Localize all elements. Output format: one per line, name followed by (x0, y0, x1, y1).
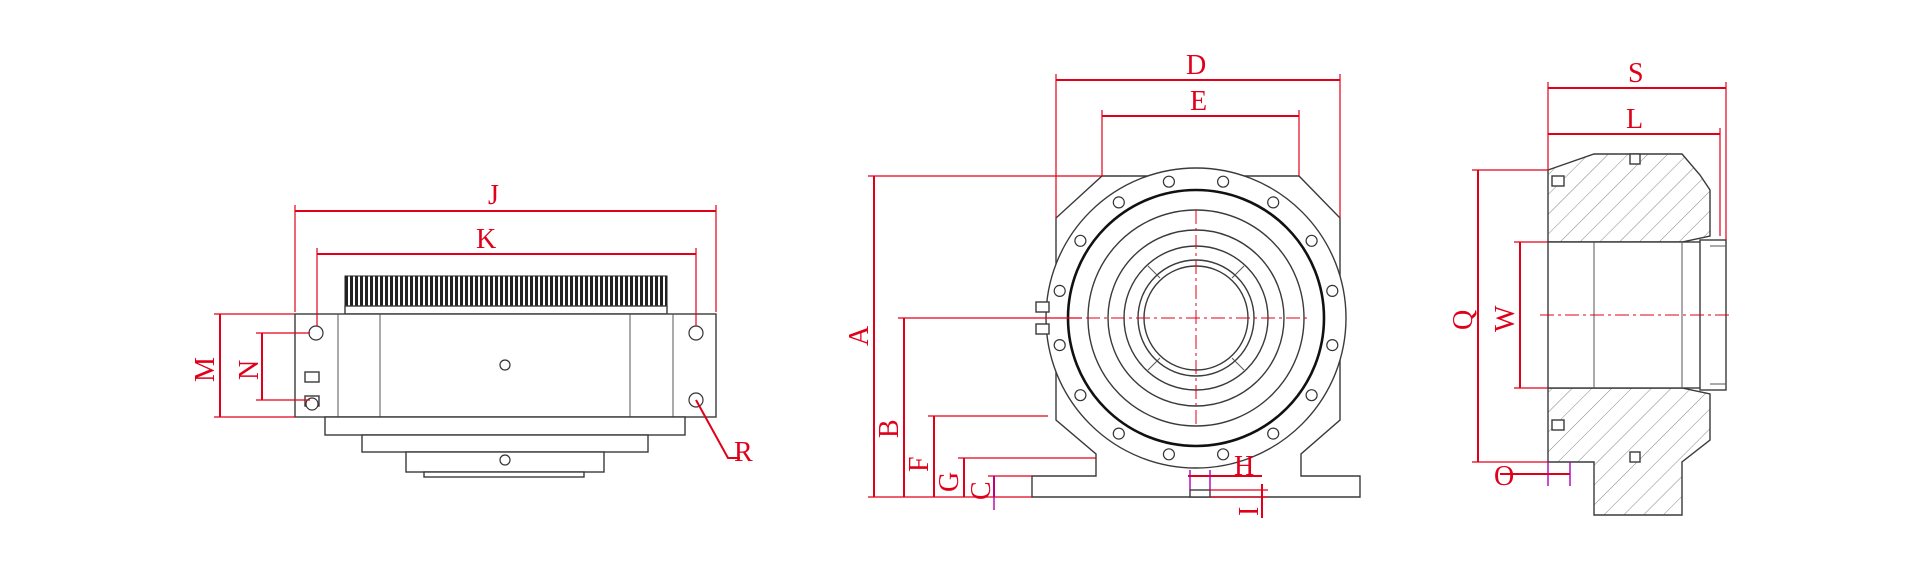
front-bolt-hole (1053, 284, 1066, 297)
dim-label-M: M (190, 357, 221, 382)
dim-label-K: K (476, 224, 496, 255)
side-fitting-1 (304, 371, 320, 383)
dim-label-W: W (1490, 305, 1521, 332)
dim-label-H: H (1234, 451, 1254, 482)
dim-label-O: O (1494, 461, 1514, 492)
front-base-notch (1189, 489, 1211, 498)
side-bottom-hole (499, 454, 511, 466)
front-bolt-hole (1267, 427, 1280, 440)
section-notch-top (1629, 153, 1641, 165)
front-fitting-1 (1035, 301, 1050, 313)
dim-label-L: L (1626, 104, 1643, 135)
front-bolt-hole (1326, 284, 1339, 297)
side-lower-step-2 (361, 434, 649, 453)
dim-label-Q: Q (1448, 310, 1479, 330)
front-bolt-holes (1053, 175, 1339, 461)
side-view: J K M N R (190, 180, 753, 478)
dim-label-C: C (966, 481, 997, 500)
front-bolt-hole (1162, 175, 1176, 188)
front-view: D E A B F G C H I (844, 50, 1361, 518)
front-bolt-hole (1326, 339, 1339, 352)
side-gear-base (344, 305, 668, 315)
dim-label-D: D (1186, 50, 1206, 81)
dim-label-B: B (874, 419, 905, 438)
dim-label-A: A (844, 325, 875, 346)
section-notch-bottom (1629, 451, 1641, 463)
side-gear (344, 275, 668, 307)
front-bolt-hole (1216, 448, 1230, 461)
side-fitting-3 (305, 397, 319, 411)
section-lower-body (1547, 387, 1711, 516)
section-upper-body (1547, 153, 1711, 243)
front-bolt-hole (1053, 339, 1066, 352)
dim-label-F: F (904, 456, 935, 472)
dim-label-S: S (1628, 58, 1644, 89)
section-fitting-bottom (1551, 419, 1565, 431)
dim-label-E: E (1190, 86, 1207, 117)
side-lower-step-4 (423, 471, 585, 478)
dim-label-G: G (934, 472, 965, 492)
front-bolt-hole (1216, 175, 1230, 188)
section-fitting-top (1551, 175, 1565, 187)
front-bolt-hole (1162, 448, 1176, 461)
side-hole-top-left (308, 325, 324, 341)
side-center-hole (499, 359, 511, 371)
dim-label-R: R (734, 437, 753, 468)
dim-label-J: J (488, 180, 499, 211)
front-bolt-hole (1112, 427, 1125, 440)
front-bolt-hole (1305, 234, 1318, 247)
front-bolt-hole (1267, 196, 1280, 209)
front-bolt-hole (1112, 196, 1125, 209)
side-hole-top-right (688, 325, 704, 341)
front-bolt-hole (1074, 234, 1087, 247)
front-bolt-hole (1074, 389, 1087, 402)
section-view: S L Q W O (1448, 58, 1730, 516)
front-bolt-hole (1305, 389, 1318, 402)
front-fitting-2 (1035, 323, 1050, 335)
dim-label-N: N (234, 360, 265, 380)
dim-label-I: I (1234, 507, 1265, 516)
side-lower-step-1 (324, 416, 686, 436)
